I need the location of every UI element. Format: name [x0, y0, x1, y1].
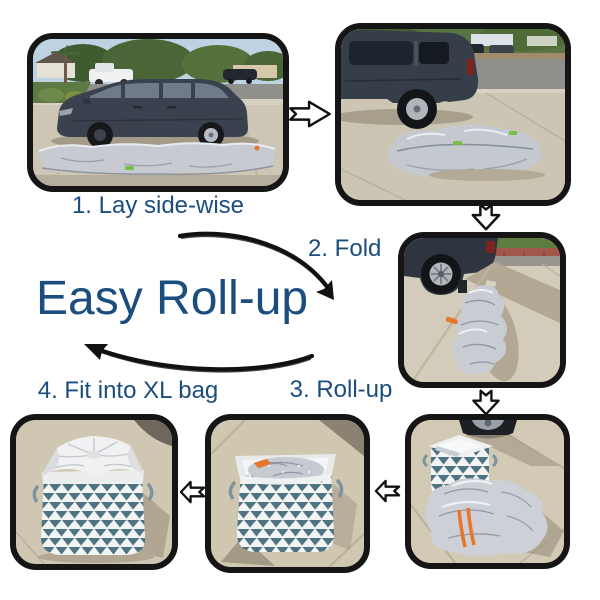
step2-result-photo-art: [404, 238, 560, 382]
arrow-down-icon-2: [470, 389, 502, 416]
step1-photo-art: [33, 39, 283, 186]
step1-caption: 1. Lay side-wise: [71, 192, 245, 219]
step4-result-photo: [10, 414, 178, 570]
step1-result-photo-art: [341, 29, 565, 200]
step3-caption: 3. Roll-up: [289, 376, 393, 403]
step3-result-photo: [405, 414, 570, 569]
step2-caption: 2. Fold: [308, 235, 382, 262]
arrow-left-icon-2: [179, 479, 206, 505]
curved-arrow-left-icon: [70, 332, 322, 380]
step4-progress-photo-art: [211, 420, 364, 567]
step4-progress-photo: [205, 414, 370, 573]
step2-result-photo: [398, 232, 566, 388]
step4-result-photo-art: [16, 420, 172, 564]
step1-photo: [27, 33, 289, 192]
arrow-down-icon: [470, 202, 502, 232]
arrow-left-icon: [374, 478, 401, 504]
step1-result-photo: [335, 23, 571, 206]
arrow-right-icon: [288, 99, 332, 129]
step3-result-photo-art: [411, 420, 564, 563]
step4-caption: 4. Fit into XL bag: [37, 377, 219, 404]
main-title: Easy Roll-up: [36, 272, 309, 325]
